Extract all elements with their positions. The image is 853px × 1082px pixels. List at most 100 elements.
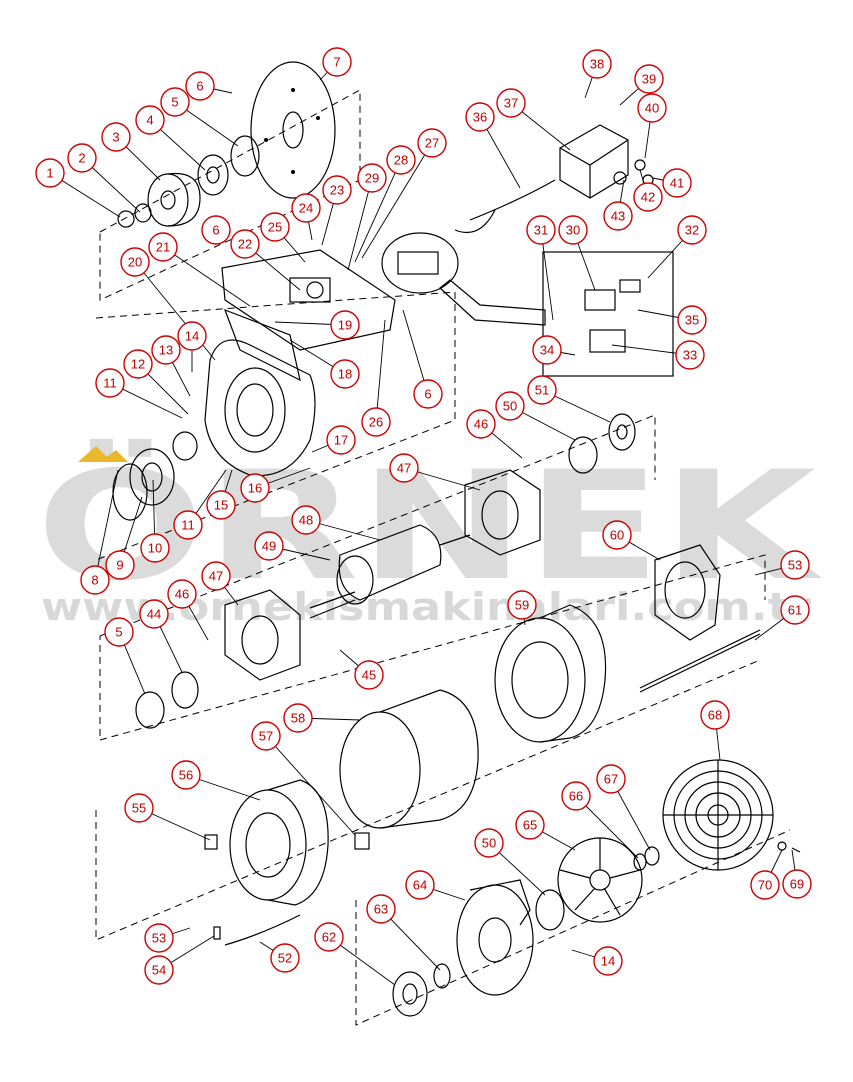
callout-number: 11 [103, 376, 117, 391]
callout-circle [251, 721, 281, 751]
callout-circle [67, 143, 97, 173]
callout-14: 14 [593, 946, 623, 976]
callout-number: 48 [299, 513, 313, 528]
callout-number: 66 [569, 789, 583, 804]
callout-circle [582, 49, 612, 79]
callout-number: 47 [209, 569, 223, 584]
callout-number: 40 [645, 101, 659, 116]
callout-circle [254, 531, 284, 561]
callout-number: 56 [179, 768, 193, 783]
leader-line [265, 735, 356, 836]
callout-number: 45 [362, 668, 376, 683]
callout-65: 65 [515, 810, 545, 840]
callout-circle [633, 182, 663, 212]
rear-housing [204, 308, 316, 477]
callout-number: 57 [259, 729, 273, 744]
callout-circle [314, 922, 344, 952]
callout-27: 27 [417, 128, 447, 158]
callout-number: 25 [268, 220, 282, 235]
callout-circle [201, 215, 231, 245]
callout-6: 6 [201, 215, 231, 245]
callout-circle [185, 71, 215, 101]
callout-4: 4 [135, 105, 165, 135]
callout-circle [526, 215, 556, 245]
callout-number: 51 [535, 383, 549, 398]
callout-number: 55 [132, 801, 146, 816]
callout-20: 20 [120, 247, 150, 277]
callout-circle [507, 590, 537, 620]
callout-circle [662, 168, 692, 198]
callout-28: 28 [386, 145, 416, 175]
callout-32: 32 [677, 215, 707, 245]
callout-number: 34 [540, 343, 554, 358]
callout-51: 51 [527, 375, 557, 405]
callout-64: 64 [405, 870, 435, 900]
callout-number: 35 [685, 313, 699, 328]
callout-34: 34 [532, 335, 562, 365]
callout-18: 18 [330, 359, 360, 389]
callout-circle [417, 128, 447, 158]
callout-number: 1 [46, 166, 53, 181]
callout-13: 13 [151, 335, 181, 365]
callout-number: 31 [534, 223, 548, 238]
callout-number: 22 [238, 237, 252, 252]
callout-number: 24 [299, 201, 313, 216]
callout-66: 66 [561, 781, 591, 811]
callout-24: 24 [291, 193, 321, 223]
callout-circle [496, 88, 526, 118]
callout-circle [532, 335, 562, 365]
callout-circle [35, 158, 65, 188]
callout-circle [291, 193, 321, 223]
callout-47: 47 [201, 561, 231, 591]
callout-number: 14 [601, 954, 615, 969]
callout-circle [104, 617, 134, 647]
callout-42: 42 [633, 182, 663, 212]
callout-39: 39 [634, 64, 664, 94]
callout-5: 5 [160, 87, 190, 117]
callout-9: 9 [105, 550, 135, 580]
callout-number: 38 [590, 57, 604, 72]
callout-number: 62 [322, 930, 336, 945]
callout-circle [495, 391, 525, 421]
callout-69: 69 [782, 869, 812, 899]
callout-circle [677, 215, 707, 245]
callout-22: 22 [230, 229, 260, 259]
callout-number: 37 [504, 96, 518, 111]
callout-number: 32 [685, 223, 699, 238]
callout-circle [389, 453, 419, 483]
drive-end-bracket [464, 469, 541, 556]
callout-circle [206, 490, 236, 520]
callout-14: 14 [177, 321, 207, 351]
callout-16: 16 [240, 473, 270, 503]
callout-61: 61 [780, 595, 810, 625]
callout-circle [527, 375, 557, 405]
callout-46: 46 [167, 579, 197, 609]
callout-number: 67 [604, 772, 618, 787]
callout-number: 12 [131, 357, 145, 372]
callout-number: 50 [482, 836, 496, 851]
callout-circle [144, 955, 174, 985]
callout-circle [173, 510, 203, 540]
callout-circle [596, 764, 626, 794]
callout-number: 5 [171, 95, 178, 110]
callout-circle [515, 810, 545, 840]
callout-number: 2 [78, 151, 85, 166]
callout-circle [160, 87, 190, 117]
callout-circle [123, 349, 153, 379]
callout-circle [366, 894, 396, 924]
callout-number: 13 [159, 343, 173, 358]
callout-circle [148, 232, 178, 262]
callout-58: 58 [283, 703, 313, 733]
callout-number: 23 [330, 183, 344, 198]
callout-number: 3 [112, 130, 119, 145]
callout-41: 41 [662, 168, 692, 198]
callout-10: 10 [140, 533, 170, 563]
leader-line [361, 142, 433, 259]
callout-number: 43 [611, 209, 625, 224]
callout-number: 58 [291, 711, 305, 726]
callout-44: 44 [139, 599, 169, 629]
callout-17: 17 [326, 425, 356, 455]
callout-60: 60 [602, 520, 632, 550]
callout-circle [167, 579, 197, 609]
callout-number: 8 [91, 573, 98, 588]
